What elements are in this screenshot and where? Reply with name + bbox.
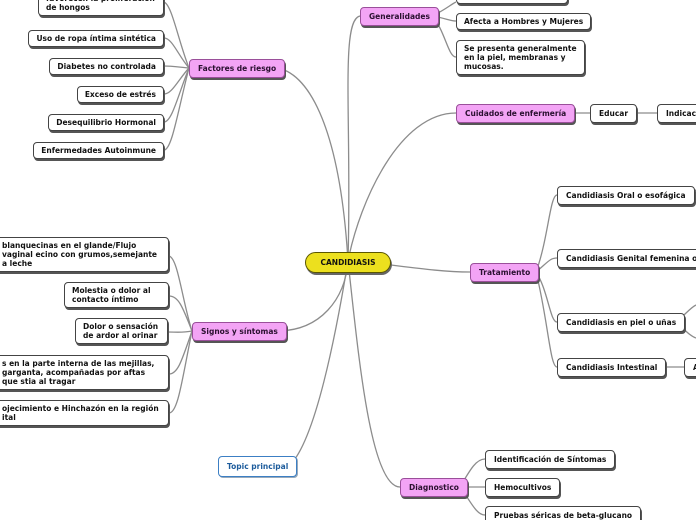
factores-item-hormonal[interactable]: Desequilibrio Hormonal bbox=[48, 114, 164, 131]
branch-diagnostico[interactable]: Diagnostico bbox=[400, 478, 468, 497]
generalidades-item-afecta[interactable]: Afecta a Hombres y Mujeres bbox=[456, 13, 592, 30]
signos-item-hinchazon[interactable]: ojecimiento e Hinchazón en la región ita… bbox=[0, 400, 169, 426]
cuidados-item-educar[interactable]: Educar bbox=[590, 104, 638, 123]
topic-principal[interactable]: Topic principal bbox=[218, 456, 298, 477]
tratamiento-item-piel[interactable]: Candidiasis en piel o uñas bbox=[557, 313, 686, 332]
signos-item-flujo[interactable]: blanquecinas en el glande/Flujo vaginal … bbox=[0, 237, 169, 272]
diagnostico-item-beta-glucano[interactable]: Pruebas séricas de beta-glucano bbox=[485, 506, 642, 520]
branch-cuidados-enfermeria[interactable]: Cuidados de enfermería bbox=[456, 104, 576, 123]
branch-factores-de-riesgo[interactable]: Factores de riesgo bbox=[189, 59, 286, 78]
factores-item-ropa[interactable]: Uso de ropa íntima sintética bbox=[28, 30, 164, 47]
branch-generalidades[interactable]: Generalidades bbox=[360, 7, 439, 26]
tratamiento-intestinal-child[interactable]: A bbox=[684, 358, 696, 377]
branch-tratamiento[interactable]: Tratamiento bbox=[470, 263, 540, 282]
factores-item-diabetes[interactable]: Diabetes no controlada bbox=[49, 58, 164, 75]
signos-item-ardor[interactable]: Dolor o sensación de ardor al orinar bbox=[75, 318, 168, 344]
generalidades-item-se-presenta[interactable]: Se presenta generalmente en la piel, mem… bbox=[456, 40, 585, 75]
signos-item-mejillas[interactable]: s en la parte interna de las mejillas, g… bbox=[0, 355, 169, 390]
tratamiento-item-genital[interactable]: Candidiasis Genital femenina o m bbox=[557, 249, 696, 268]
branch-signos-sintomas[interactable]: Signos y síntomas bbox=[192, 322, 287, 341]
tratamiento-item-oral[interactable]: Candidiasis Oral o esofágica bbox=[557, 186, 695, 205]
diagnostico-item-sintomas[interactable]: Identificación de Síntomas bbox=[485, 450, 616, 469]
generalidades-item-cut-top[interactable] bbox=[456, 0, 568, 4]
factores-item-autoinmune[interactable]: Enfermedades Autoinmune bbox=[33, 142, 164, 159]
diagnostico-item-hemocultivos[interactable]: Hemocultivos bbox=[485, 478, 561, 497]
tratamiento-item-intestinal[interactable]: Candidiasis Intestinal bbox=[557, 358, 667, 377]
central-topic[interactable]: CANDIDIASIS bbox=[305, 252, 391, 273]
factores-item-estres[interactable]: Exceso de estrés bbox=[76, 86, 164, 103]
factores-item-proliferacion[interactable]: favorecen la proliferación de hongos bbox=[38, 0, 164, 16]
cuidados-item-indicaciones[interactable]: Indicaci bbox=[657, 104, 696, 123]
signos-item-molestia[interactable]: Molestia o dolor al contacto íntimo bbox=[64, 282, 169, 308]
